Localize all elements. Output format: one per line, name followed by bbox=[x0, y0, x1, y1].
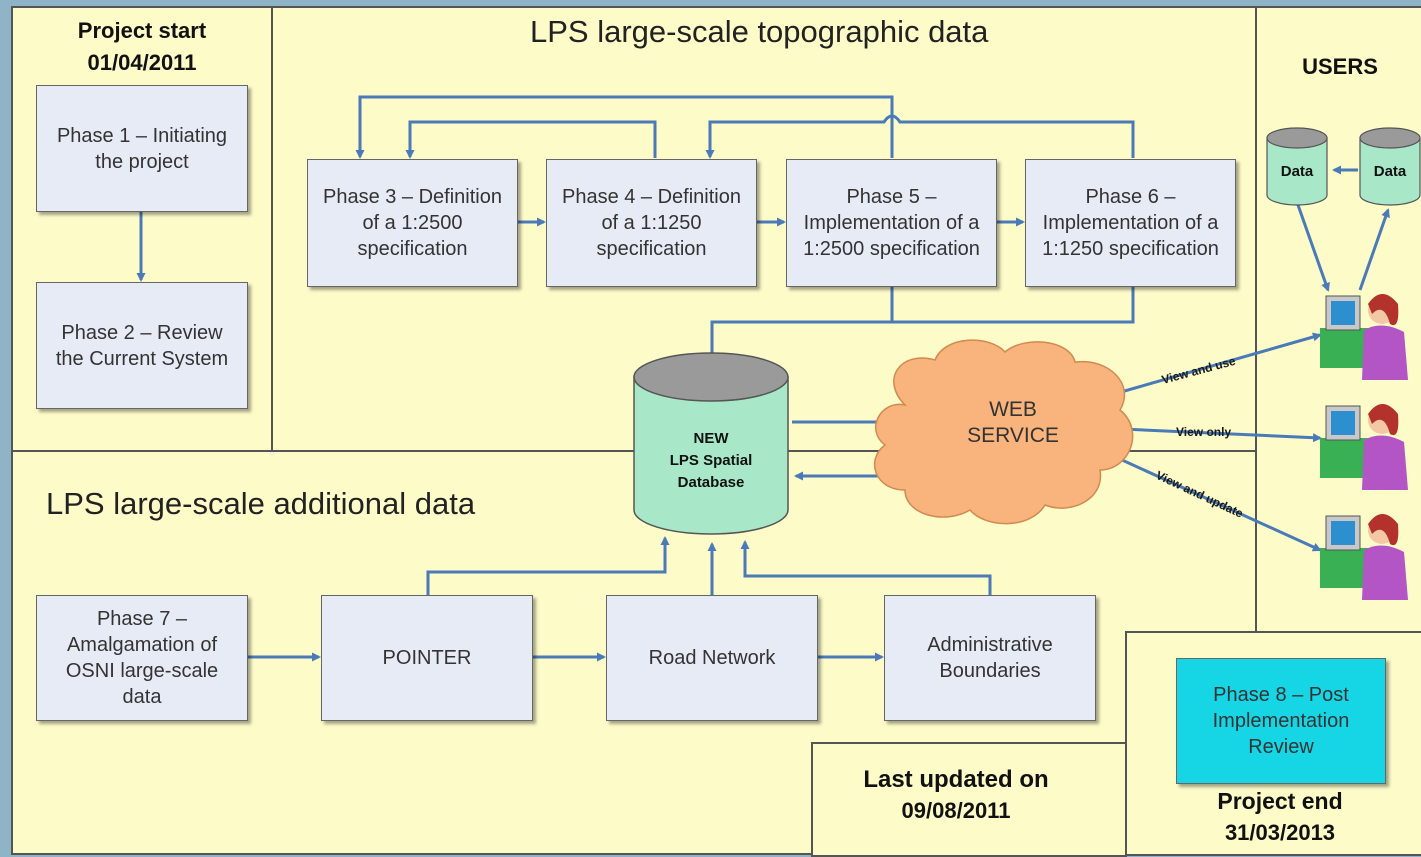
phase-5-label: Phase 5 – Implementation of a 1:2500 spe… bbox=[803, 186, 980, 260]
phase-6-box: Phase 6 – Implementation of a 1:1250 spe… bbox=[1025, 159, 1236, 287]
label-view-only: View only bbox=[1176, 425, 1231, 439]
road-network-box: Road Network bbox=[606, 595, 818, 721]
administrative-boundaries-label: Administrative Boundaries bbox=[927, 634, 1053, 682]
administrative-boundaries-box: Administrative Boundaries bbox=[884, 595, 1096, 721]
user-workstation-icon-1 bbox=[1320, 294, 1408, 380]
database-label-2: LPS Spatial bbox=[670, 452, 753, 469]
arrow-pointer-to-db bbox=[426, 536, 670, 597]
arrow-p4-to-p3 bbox=[405, 120, 657, 159]
arrow-p5-to-db bbox=[707, 287, 894, 379]
phase-4-box: Phase 4 – Definition of a 1:1250 specifi… bbox=[546, 159, 757, 287]
phase-2-label: Phase 2 – Review the Current System bbox=[55, 321, 229, 370]
project-start-title: Project start bbox=[77, 18, 207, 43]
arrow-data-to-user bbox=[1296, 204, 1330, 292]
arrow-p6-to-p4 bbox=[705, 114, 1135, 159]
user-data-cylinder-1: Data bbox=[1266, 127, 1328, 206]
label-view-and-use: View and use bbox=[1160, 354, 1237, 387]
arrow-user-to-data bbox=[1358, 208, 1390, 291]
database-label-1: NEW bbox=[694, 430, 730, 447]
road-network-label: Road Network bbox=[648, 647, 776, 669]
user-data-cylinder-2: Data bbox=[1359, 127, 1421, 206]
web-service-label-2: SERVICE bbox=[967, 424, 1059, 447]
user-workstation-icon-3 bbox=[1320, 514, 1408, 600]
phase-4-label: Phase 4 – Definition of a 1:1250 specifi… bbox=[561, 186, 741, 260]
project-start-date: 01/04/2011 bbox=[87, 50, 197, 75]
last-updated-date: 09/08/2011 bbox=[901, 798, 1011, 823]
last-updated-title: Last updated on bbox=[863, 766, 1049, 793]
arrow-web-to-user3 bbox=[1091, 443, 1322, 552]
phase-6-label: Phase 6 – Implementation of a 1:1250 spe… bbox=[1042, 186, 1219, 260]
phase-7-label: Phase 7 – Amalgamation of OSNI large-sca… bbox=[65, 608, 219, 708]
arrow-p6-to-db bbox=[892, 287, 1135, 324]
project-end-date: 31/03/2013 bbox=[1224, 820, 1336, 845]
phase-2-box: Phase 2 – Review the Current System bbox=[36, 282, 248, 409]
phase-8-label: Phase 8 – Post Implementation Review bbox=[1212, 684, 1350, 758]
arrow-web-to-user2 bbox=[1099, 426, 1322, 443]
web-service-label-1: WEB bbox=[989, 398, 1037, 421]
phase-5-box: Phase 5 – Implementation of a 1:2500 spe… bbox=[786, 159, 997, 287]
phase-1-label: Phase 1 – Initiating the project bbox=[56, 124, 228, 173]
pointer-label: POINTER bbox=[382, 647, 472, 669]
phase-8-box: Phase 8 – Post Implementation Review bbox=[1176, 658, 1386, 784]
phase-3-label: Phase 3 – Definition of a 1:2500 specifi… bbox=[322, 186, 502, 260]
database-label-3: Database bbox=[678, 474, 745, 491]
phase-1-box: Phase 1 – Initiating the project bbox=[36, 85, 248, 212]
phase-7-box: Phase 7 – Amalgamation of OSNI large-sca… bbox=[36, 595, 248, 721]
phase-3-box: Phase 3 – Definition of a 1:2500 specifi… bbox=[307, 159, 518, 287]
arrow-web-to-user1 bbox=[1099, 332, 1322, 400]
user-data-label-1: Data bbox=[1281, 163, 1314, 180]
users-title: USERS bbox=[1302, 54, 1378, 79]
lps-spatial-database: NEW LPS Spatial Database bbox=[633, 352, 789, 535]
arrow-p5-to-p3 bbox=[355, 95, 894, 159]
label-view-and-update: View and update bbox=[1154, 468, 1246, 521]
web-service-cloud: WEB SERVICE bbox=[874, 339, 1134, 525]
user-data-label-2: Data bbox=[1374, 163, 1407, 180]
user-workstation-icon-2 bbox=[1320, 404, 1408, 490]
additional-data-title: LPS large-scale additional data bbox=[46, 486, 476, 521]
pointer-box: POINTER bbox=[321, 595, 533, 721]
project-end-title: Project end bbox=[1217, 788, 1343, 814]
topographic-title: LPS large-scale topographic data bbox=[530, 14, 989, 49]
arrow-admin-to-db bbox=[740, 540, 992, 597]
